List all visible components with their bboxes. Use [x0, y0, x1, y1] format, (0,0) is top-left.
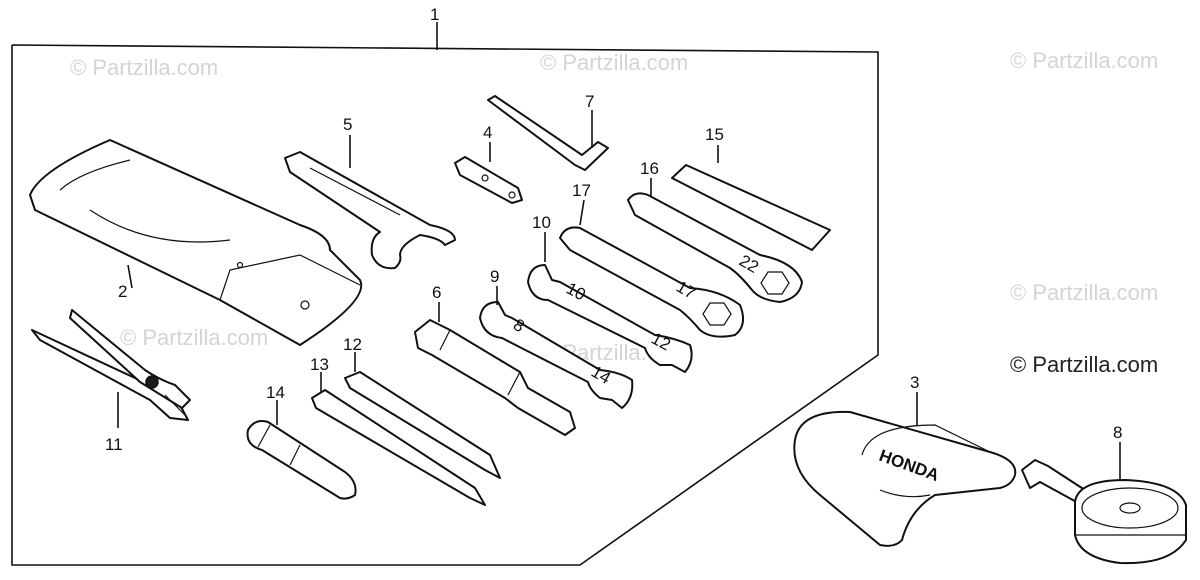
kit-boundary — [11, 44, 879, 566]
callout-11: 11 — [105, 435, 123, 454]
screwdriver-shaft-13-part — [311, 389, 486, 506]
callout-15: 15 — [705, 125, 724, 144]
hex-key-part — [487, 95, 609, 171]
callout-10: 10 — [532, 213, 551, 232]
screwdriver-handle-part — [246, 420, 357, 500]
callout-12: 12 — [343, 335, 362, 354]
wrench-8-14-part: 8 14 — [479, 301, 634, 409]
pliers-part — [31, 309, 191, 421]
callout-13: 13 — [310, 355, 329, 374]
watermark: © Partzilla.com — [120, 325, 268, 350]
watermark: © Partzilla.com — [1010, 280, 1158, 305]
screwdriver-shaft-12-part — [344, 371, 501, 479]
callout-7: 7 — [585, 92, 594, 111]
callout-9: 9 — [490, 267, 499, 286]
wrench-22-part: 22 — [627, 192, 803, 303]
watermark: © Partzilla.com — [70, 55, 218, 80]
callout-5: 5 — [343, 115, 352, 134]
watermark-copyright: © Partzilla.com — [1010, 352, 1158, 377]
callout-8: 8 — [1113, 423, 1122, 442]
spanner-wrench-part — [284, 151, 456, 270]
leader-17 — [579, 199, 585, 226]
tool-bag-part — [29, 139, 363, 346]
callout-6: 6 — [432, 283, 441, 302]
callout-2: 2 — [118, 282, 127, 301]
wrench-10-12-part: 10 12 — [527, 264, 693, 373]
wrench-17-part: 17 — [559, 226, 745, 338]
small-wrench-part — [454, 156, 523, 204]
socket-extension-part — [414, 319, 576, 436]
leader-2 — [127, 264, 133, 289]
flat-bar-15-part — [671, 164, 831, 251]
callout-16: 16 — [640, 159, 659, 178]
watermark: © Partzilla.com — [540, 50, 688, 75]
callout-1: 1 — [430, 5, 439, 24]
pouch-part: HONDA — [793, 410, 1017, 547]
callout-17: 17 — [572, 181, 591, 200]
tire-gauge-part — [1021, 459, 1187, 565]
callout-14: 14 — [266, 383, 285, 402]
callout-4: 4 — [483, 123, 492, 142]
callout-3: 3 — [910, 373, 919, 392]
watermark: © Partzilla.com — [1010, 48, 1158, 73]
